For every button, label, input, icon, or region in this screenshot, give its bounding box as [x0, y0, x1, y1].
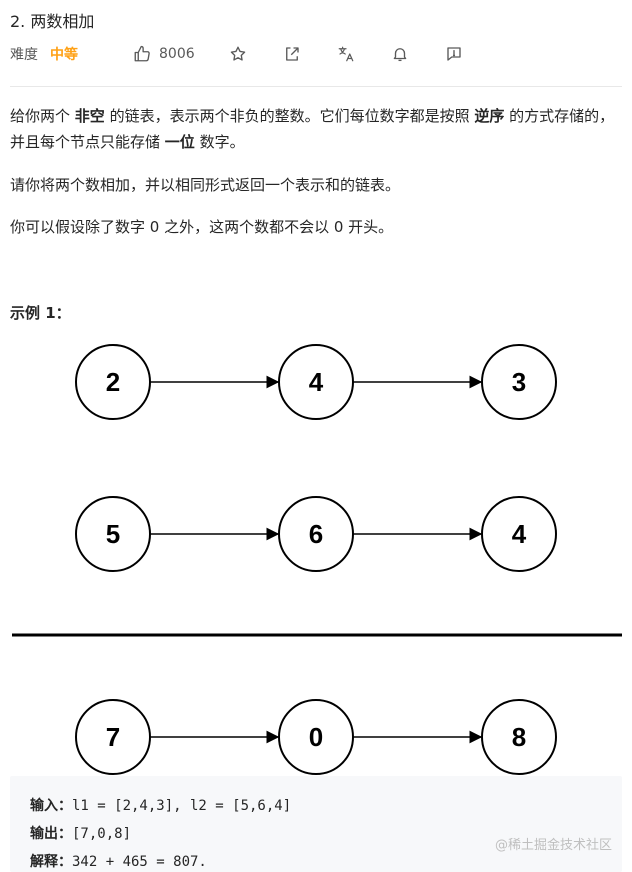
explain-value: 342 + 465 = 807.: [72, 854, 207, 870]
favorite-button[interactable]: [229, 45, 247, 63]
star-icon: [230, 46, 246, 61]
description-paragraph: 请你将两个数相加，并以相同形式返回一个表示和的链表。: [10, 176, 401, 194]
output-label: 输出：: [30, 826, 72, 842]
input-label: 输入：: [30, 798, 72, 814]
desc-bold: 逆序: [474, 107, 505, 125]
desc-bold: 一位: [164, 133, 195, 151]
list-node: [75, 699, 151, 775]
example-code-block: 输入：l1 = [2,4,3], l2 = [5,6,4] 输出：[7,0,8]…: [10, 776, 622, 872]
input-value: l1 = [2,4,3], l2 = [5,6,4]: [72, 798, 292, 814]
list-node: [75, 344, 151, 420]
desc-text: 的方式存储的，并且每个节点只能存储: [10, 107, 615, 151]
thumbs-up-icon: [134, 45, 150, 62]
difficulty-label: 难度: [10, 47, 38, 63]
list-node: [481, 496, 557, 572]
problem-meta: 难度 中等 8006: [10, 44, 461, 64]
list-node-value: 8: [512, 722, 526, 752]
example-title: 示例 1：: [10, 304, 71, 322]
watermark: @稀土掘金技术社区: [494, 838, 612, 853]
list-node-value: 0: [309, 722, 323, 752]
output-value: [7,0,8]: [72, 826, 132, 842]
list-node: [481, 699, 557, 775]
list-node: [278, 496, 354, 572]
problem-title: 2. 两数相加: [10, 12, 95, 31]
like-button[interactable]: 8006: [133, 45, 195, 63]
description-paragraph: 你可以假设除了数字 0 之外，这两个数都不会以 0 开头。: [10, 218, 394, 236]
list-node: [75, 496, 151, 572]
like-count: 8006: [159, 46, 195, 62]
explain-label: 解释：: [30, 854, 72, 870]
list-node-value: 3: [512, 367, 526, 397]
example-input: 输入：l1 = [2,4,3], l2 = [5,6,4]: [30, 792, 602, 820]
linked-list-diagram: 2 4 3 5 6 4 7 0 8: [12, 344, 622, 775]
desc-text: 给你两个: [10, 107, 75, 125]
list-node: [278, 344, 354, 420]
desc-text: 数字。: [194, 133, 245, 151]
bell-icon: [393, 48, 407, 62]
feedback-button[interactable]: [445, 45, 463, 63]
notify-button[interactable]: [391, 45, 409, 63]
example-explain: 解释：342 + 465 = 807.: [30, 848, 602, 872]
example-output: 输出：[7,0,8]: [30, 820, 602, 848]
list-node-value: 4: [309, 367, 324, 397]
list-node-value: 5: [106, 519, 120, 549]
desc-bold: 非空: [74, 107, 105, 125]
list-node: [278, 699, 354, 775]
list-node-value: 6: [309, 519, 323, 549]
list-node-value: 4: [512, 519, 527, 549]
header-divider: [10, 86, 622, 87]
desc-text: 的链表，表示两个非负的整数。它们每位数字都是按照: [104, 107, 475, 125]
difficulty-badge: 中等: [50, 47, 78, 63]
translate-button[interactable]: [337, 45, 355, 63]
list-node-value: 7: [106, 722, 120, 752]
list-node: [481, 344, 557, 420]
description-paragraph: 给你两个 非空 的链表，表示两个非负的整数。它们每位数字都是按照 逆序 的方式存…: [10, 103, 615, 155]
share-button[interactable]: [283, 45, 301, 63]
list-node-value: 2: [106, 367, 120, 397]
feedback-icon: [447, 47, 461, 61]
share-icon: [286, 47, 299, 61]
translate-icon: [338, 46, 354, 62]
